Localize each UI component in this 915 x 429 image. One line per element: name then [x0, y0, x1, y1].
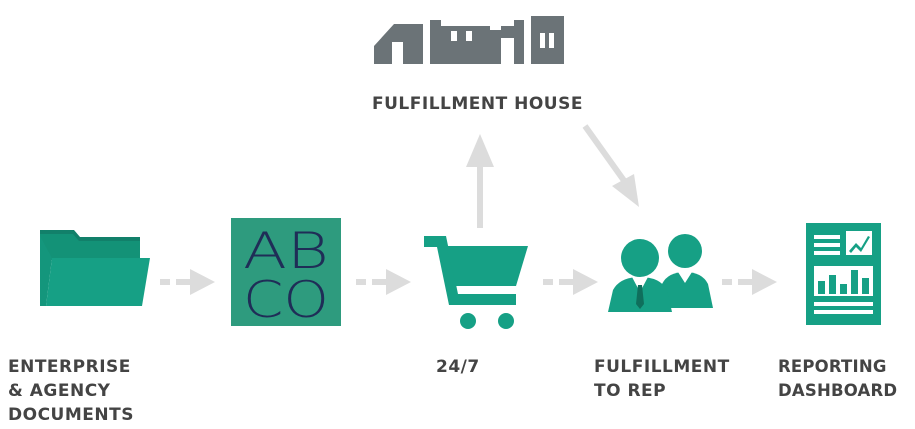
- arrow-cart-to-fulfillment-house: [466, 134, 494, 228]
- arrow-abco-to-cart: [356, 269, 411, 295]
- abco-logo-line1: AB: [243, 222, 329, 280]
- reporting-label: REPORTING DASHBOARD: [778, 357, 898, 400]
- folder-icon: [40, 230, 150, 306]
- arrow-cart-to-people: [543, 269, 598, 295]
- shopping-cart-icon: [424, 236, 528, 329]
- report-document-icon: [806, 223, 881, 325]
- warehouse-icon: [374, 16, 564, 64]
- fulfillment-rep-label: FULFILLMENT TO REP: [594, 357, 730, 401]
- documents-label: ENTERPRISE & AGENCY DOCUMENTS: [8, 357, 134, 425]
- arrow-people-to-reporting: [722, 269, 777, 295]
- fulfillment-house-label: FULFILLMENT HOUSE: [372, 94, 583, 114]
- cart-label: 24/7: [436, 357, 480, 377]
- arrow-fulfillment-house-to-people: [582, 124, 639, 207]
- arrow-documents-to-abco: [160, 269, 215, 295]
- abco-logo: AB CO: [231, 218, 341, 329]
- abco-logo-line2: CO: [243, 271, 329, 329]
- people-icon: [608, 234, 713, 312]
